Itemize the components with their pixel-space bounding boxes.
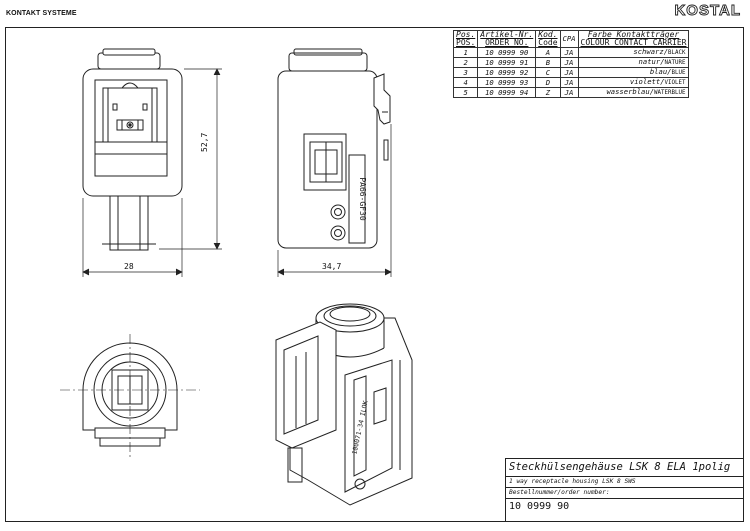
cell-cpa: JA (559, 57, 579, 68)
color-en: NATURE (664, 60, 686, 66)
color-de: wasserblau (606, 87, 650, 96)
isometric-view (275, 303, 413, 506)
title-block: Steckhülsengehäuse LSK 8 ELA 1polig 1 wa… (505, 458, 743, 521)
side-view (277, 48, 391, 249)
dimension-width-side: 34,7 (322, 262, 342, 271)
parts-table: Pos.POS. Artikel-Nr.ORDER NO. Kod.Code C… (452, 30, 690, 98)
bottom-view (60, 334, 200, 458)
cell-color: schwarz/BLACK (577, 47, 690, 58)
col-code-header: Kod.Code (535, 30, 561, 48)
dimension-height: 52,7 (200, 132, 209, 152)
cell-cpa: JA (559, 77, 579, 88)
company-label: KONTAKT SYSTEME (6, 10, 77, 17)
title-block-subtitle: 1 way receptacle housing LSK 8 SWS (506, 477, 743, 488)
cell-code: B (535, 57, 561, 68)
color-en: BLUE (671, 70, 686, 76)
col-pos-header: Pos.POS. (452, 30, 479, 48)
front-view (82, 48, 183, 251)
cell-color: wasserblau/WATERBLUE (577, 87, 690, 98)
order-number-label: Bestellnummer/order number: (506, 488, 743, 499)
cell-cpa: JA (559, 87, 579, 98)
cell-cpa: JA (559, 67, 579, 78)
dimension-lines (82, 68, 392, 277)
cell-pos: 5 (452, 87, 479, 98)
cell-code: A (535, 47, 561, 58)
color-en: BLACK (668, 50, 686, 56)
cell-article: 10 0999 90 (477, 47, 537, 58)
title-block-title: Steckhülsengehäuse LSK 8 ELA 1polig (506, 459, 743, 477)
color-de: blau (649, 67, 668, 76)
color-de: violett (629, 77, 661, 86)
color-separator: / (660, 57, 665, 66)
cell-pos: 4 (452, 77, 479, 88)
color-separator: / (663, 47, 669, 56)
color-separator: / (649, 87, 655, 96)
dimension-width-front: 28 (124, 262, 134, 271)
cell-color: natur/NATURE (577, 57, 690, 68)
cell-color: violett/VIOLET (577, 77, 690, 88)
color-de: natur (638, 57, 661, 66)
cell-article: 10 0999 92 (477, 67, 537, 78)
cell-pos: 2 (452, 57, 479, 68)
brand-logo: KOSTAL (674, 2, 741, 20)
order-number: 10 0999 90 (509, 501, 570, 512)
cell-pos: 3 (452, 67, 479, 78)
cell-article: 10 0999 94 (477, 87, 537, 98)
color-separator: / (667, 67, 672, 76)
cell-code: Z (535, 87, 561, 98)
color-en: VIOLET (664, 80, 686, 86)
cell-article: 10 0999 91 (477, 57, 537, 68)
cell-cpa: JA (559, 47, 579, 58)
cell-color: blau/BLUE (577, 67, 690, 78)
col-article-header: Artikel-Nr.ORDER NO. (477, 30, 537, 48)
color-en: WATERBLUE (654, 90, 686, 96)
cell-pos: 1 (452, 47, 479, 58)
col-cpa-header: CPA (559, 30, 579, 48)
drawing-frame (5, 27, 744, 522)
cell-article: 10 0999 93 (477, 77, 537, 88)
cell-code: D (535, 77, 561, 88)
part-marking: PA66-GF30 (358, 177, 367, 221)
color-de: schwarz (633, 47, 664, 56)
cell-code: C (535, 67, 561, 78)
color-separator: / (660, 77, 665, 86)
